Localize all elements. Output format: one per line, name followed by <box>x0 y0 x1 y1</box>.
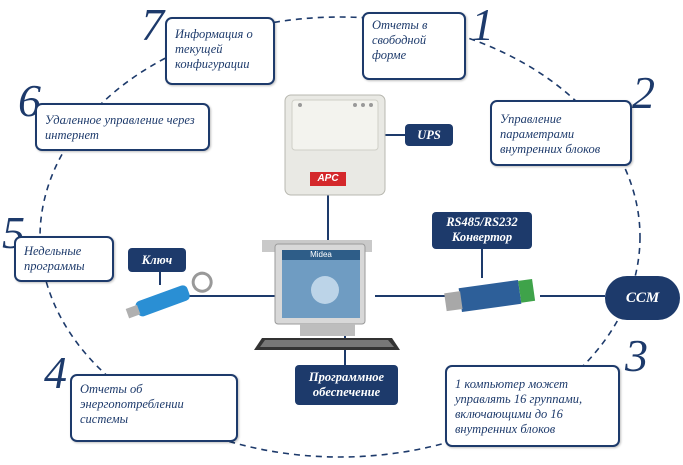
number-7: 7 <box>141 0 164 50</box>
ccm-node: CCM <box>605 276 680 320</box>
converter-device <box>444 278 536 313</box>
ups-label: UPS <box>405 124 453 146</box>
computer-device <box>254 240 400 350</box>
software-label: Программное обеспечение <box>295 365 398 405</box>
callout-7: Информация о текущей конфигурации <box>165 17 275 85</box>
number-3: 3 <box>625 330 648 381</box>
number-1: 1 <box>471 0 494 50</box>
callout-3: 1 компьютер может управлять 16 группами,… <box>445 365 620 447</box>
callout-5: Недельные программы <box>14 236 114 282</box>
key-label: Ключ <box>128 248 186 272</box>
apc-logo: APC <box>317 173 339 184</box>
converter-label: RS485/RS232 Конвертор <box>432 212 532 249</box>
callout-2: Управление параметрами внутренних блоков <box>490 100 632 166</box>
ups-device <box>284 94 386 196</box>
number-4: 4 <box>44 347 67 398</box>
dashed-ring <box>39 16 641 458</box>
callout-1: Отчеты в свободной форме <box>362 12 466 80</box>
callout-6: Удаленное управление через интернет <box>35 103 210 151</box>
midea-logo: Midea <box>310 250 332 259</box>
usb-key-device <box>125 271 213 319</box>
number-2: 2 <box>632 67 655 118</box>
callout-4: Отчеты об энергопотреблении системы <box>70 374 238 442</box>
